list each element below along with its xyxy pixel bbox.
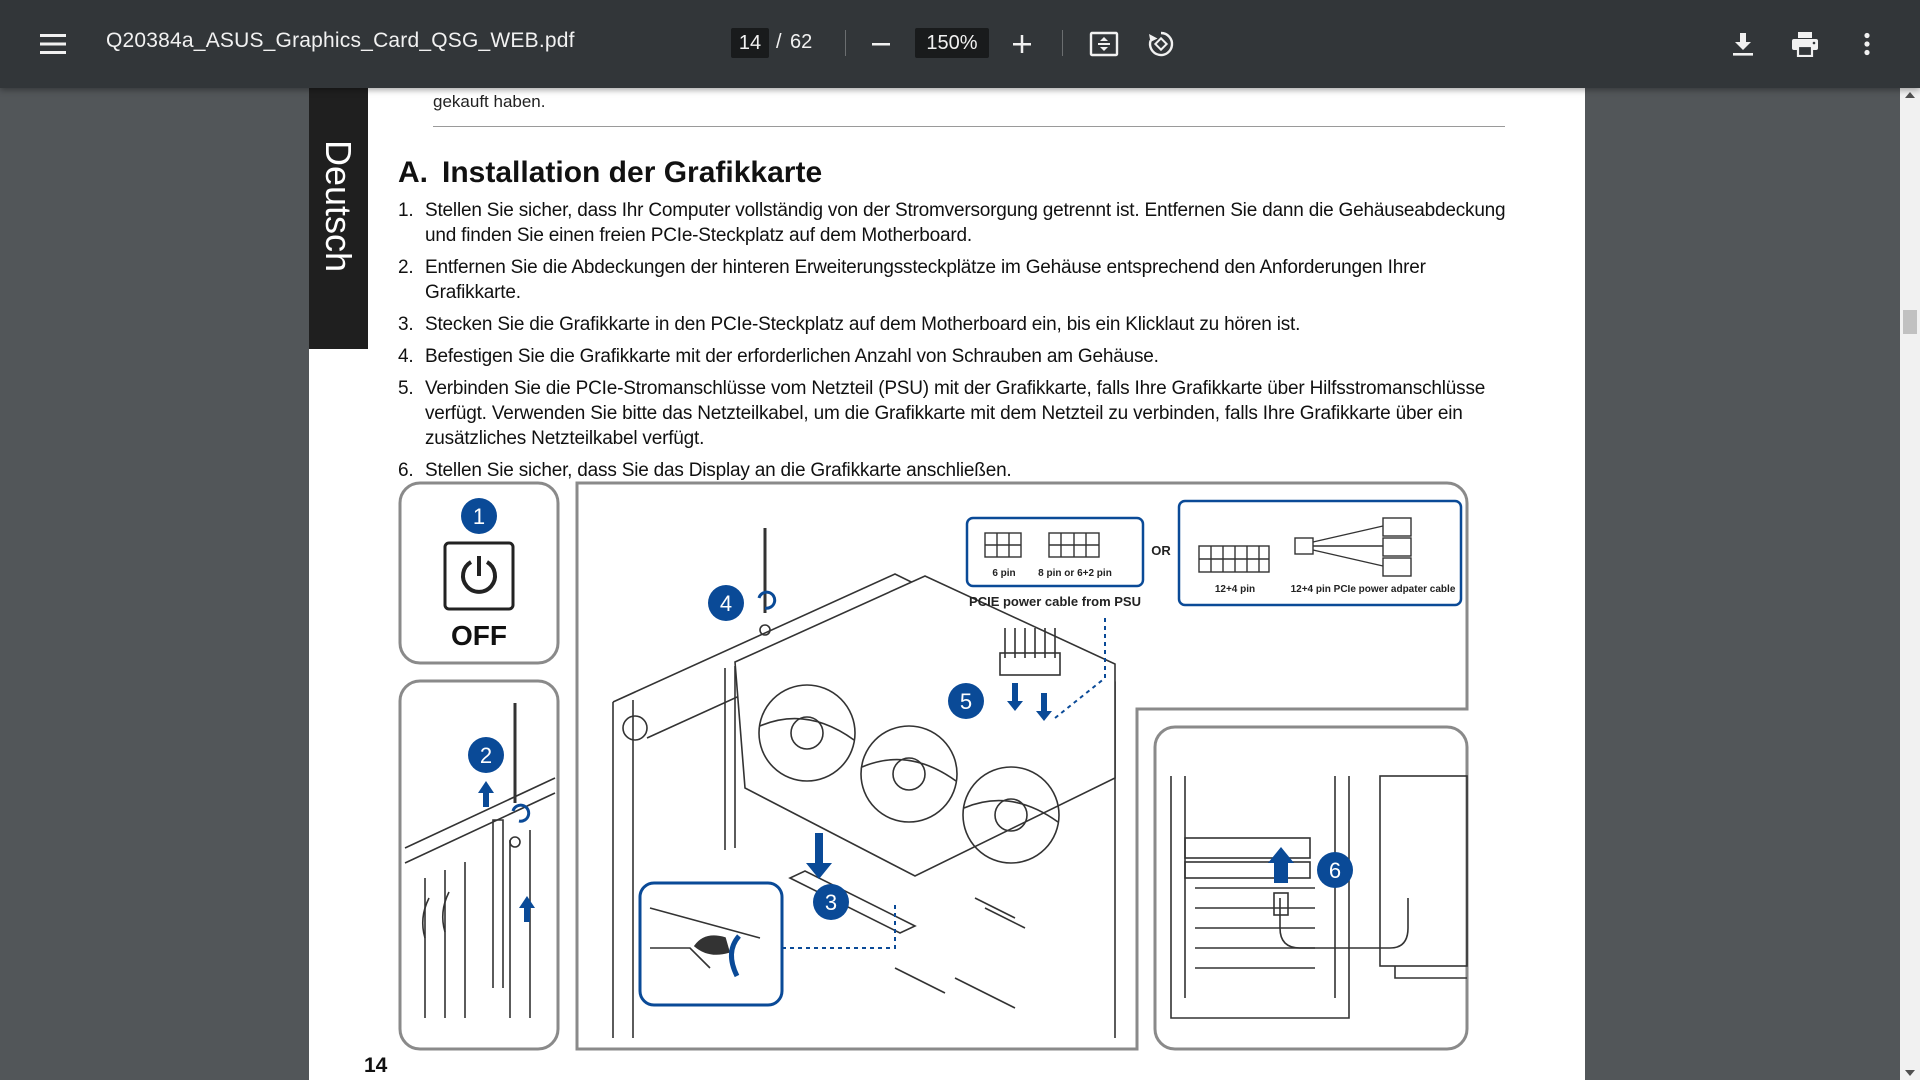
- total-pages: 62: [790, 31, 813, 53]
- document-title: Q20384a_ASUS_Graphics_Card_QSG_WEB.pdf: [106, 29, 575, 52]
- display-cable-arrow: [1268, 847, 1294, 883]
- vertical-scrollbar[interactable]: [1900, 88, 1920, 1080]
- callout-5: [948, 683, 984, 719]
- adapter-label: 12+4 pin PCIe power adpater cable: [1291, 584, 1456, 595]
- adapter-connector-drawing: [1198, 517, 1412, 577]
- step-number: 1.: [398, 200, 414, 221]
- section-heading: A. Installation der Grafikkarte: [398, 156, 822, 190]
- language-label: Deutsch: [318, 140, 359, 273]
- latch-arrow: [729, 934, 741, 978]
- adapter-connector-box: [1177, 499, 1463, 607]
- callout-4: [708, 585, 744, 621]
- step-text: Stecken Sie die Grafikkarte in den PCIe-…: [425, 314, 1301, 335]
- section-title: Installation der Grafikkarte: [442, 156, 823, 189]
- print-icon[interactable]: [1781, 20, 1829, 68]
- pcie-cable-label: PCIE power cable from PSU: [969, 594, 1141, 609]
- page-number: 14: [364, 1054, 388, 1077]
- installation-illustration: 1 OFF 2: [398, 481, 1469, 1051]
- callout-4-label: 4: [720, 591, 732, 616]
- callout-2-label: 2: [480, 743, 492, 768]
- panel-install-card: [575, 481, 1469, 1051]
- power-connect-arrows: [1007, 683, 1052, 721]
- language-tab: Deutsch: [309, 88, 368, 349]
- step-text: Stellen Sie sicher, dass Ihr Computer vo…: [425, 200, 1506, 246]
- toolbar-divider: [845, 30, 846, 56]
- case-and-card-drawing: [612, 528, 1116, 1038]
- step-number: 4.: [398, 346, 414, 367]
- previous-section-text: gekauft haben.: [433, 92, 546, 111]
- step-text: Entfernen Sie die Abdeckungen der hinter…: [425, 257, 1426, 303]
- or-label: OR: [1151, 543, 1171, 558]
- step-text: Verbinden Sie die PCIe-Stromanschlüsse v…: [425, 378, 1486, 449]
- callout-5-label: 5: [960, 689, 972, 714]
- installation-steps: 1. Stellen Sie sicher, dass Ihr Computer …: [398, 198, 1518, 490]
- current-page-input[interactable]: 14: [731, 28, 769, 58]
- pin-8-label: 8 pin or 6+2 pin: [1038, 568, 1112, 579]
- remove-arrows: [478, 781, 535, 922]
- list-item: 5. Verbinden Sie die PCIe-Stromanschlüsse…: [398, 376, 1518, 451]
- pin-6-label: 6 pin: [992, 568, 1015, 579]
- page-separator: /: [776, 31, 782, 53]
- power-icon: [461, 556, 497, 594]
- pcie-connectors-drawing: [984, 532, 1100, 558]
- list-item: 2. Entfernen Sie die Abdeckungen der hint…: [398, 255, 1518, 305]
- section-divider: [433, 126, 1505, 127]
- off-label: OFF: [451, 620, 507, 651]
- zoom-level-input[interactable]: 150%: [915, 28, 989, 58]
- step-text: Befestigen Sie die Grafikkarte mit der e…: [425, 346, 1159, 367]
- rotate-icon[interactable]: [1137, 20, 1185, 68]
- plus-icon[interactable]: [998, 20, 1046, 68]
- callout-1-label: 1: [473, 504, 485, 529]
- pin-12-label: 12+4 pin: [1215, 584, 1255, 595]
- unscrew-arrow: [511, 803, 531, 823]
- step-number: 2.: [398, 257, 414, 278]
- callout-2: [468, 737, 504, 773]
- toolbar-divider: [1062, 30, 1063, 56]
- callout-3: [813, 884, 849, 920]
- panel-remove-cover: [398, 679, 560, 1051]
- step-number: 6.: [398, 460, 414, 481]
- section-letter: A.: [398, 156, 428, 189]
- callout-6: [1317, 852, 1353, 888]
- insert-card-arrow: [806, 833, 832, 879]
- display-connection-drawing: [1170, 775, 1468, 1019]
- list-item: 4. Befestigen Sie die Grafikkarte mit der…: [398, 344, 1518, 369]
- scroll-down-arrow-icon[interactable]: [1905, 1070, 1915, 1076]
- list-item: 3. Stecken Sie die Grafikkarte in den PCI…: [398, 312, 1518, 337]
- inset-leader-line: [782, 902, 896, 949]
- latch-detail-drawing: [649, 907, 761, 969]
- list-item: 6. Stellen Sie sicher, dass Sie das Displ…: [398, 458, 1518, 483]
- download-icon[interactable]: [1719, 20, 1767, 68]
- minus-icon[interactable]: [857, 20, 905, 68]
- pcie-leader-line: [1054, 618, 1106, 719]
- step-number: 3.: [398, 314, 414, 335]
- step-text: Stellen Sie sicher, dass Sie das Display…: [425, 460, 1012, 481]
- panel-power-off: [398, 481, 560, 665]
- slot-cover-drawing: [404, 703, 556, 1018]
- scrollbar-thumb[interactable]: [1903, 310, 1917, 334]
- more-vertical-icon[interactable]: [1843, 20, 1891, 68]
- scroll-up-arrow-icon[interactable]: [1905, 92, 1915, 98]
- fit-to-page-icon[interactable]: [1080, 20, 1128, 68]
- callout-1: [461, 498, 497, 534]
- callout-3-label: 3: [825, 890, 837, 915]
- screw-arrow: [757, 590, 777, 610]
- hamburger-menu-icon[interactable]: [29, 20, 77, 68]
- step-number: 5.: [398, 378, 414, 399]
- callout-6-label: 6: [1329, 858, 1341, 883]
- list-item: 1. Stellen Sie sicher, dass Ihr Computer …: [398, 198, 1518, 248]
- pdf-toolbar: Q20384a_ASUS_Graphics_Card_QSG_WEB.pdf 1…: [0, 0, 1920, 88]
